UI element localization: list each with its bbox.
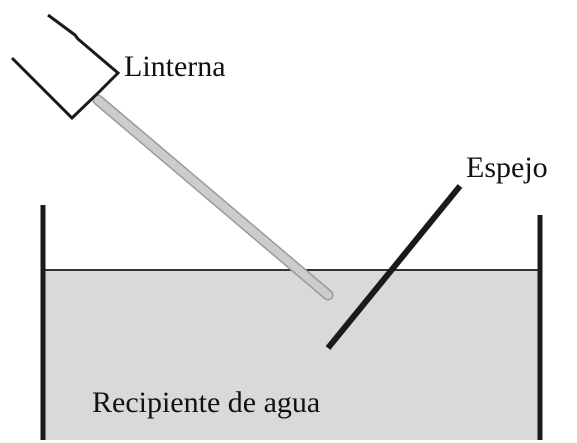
water: [43, 270, 540, 440]
light-beam: [94, 96, 332, 299]
flashlight-icon: [10, 13, 121, 121]
mirror: [325, 184, 463, 350]
mirror-label: Espejo: [466, 151, 548, 184]
flashlight-label: Linterna: [124, 50, 226, 83]
container-label: Recipiente de agua: [92, 386, 321, 419]
